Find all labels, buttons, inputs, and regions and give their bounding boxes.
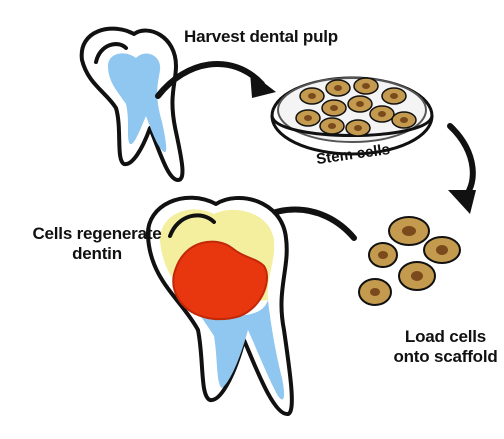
stem-cell bbox=[345, 119, 371, 137]
label-load-line1: Load cells bbox=[404, 327, 487, 346]
scaffold-cell bbox=[398, 261, 436, 291]
scaffold-cells bbox=[358, 216, 461, 306]
arrow-load bbox=[447, 123, 476, 203]
scaffold-cell bbox=[358, 278, 392, 306]
stem-cell bbox=[369, 105, 395, 123]
stem-cell bbox=[319, 117, 345, 135]
label-load: Load cells onto scaffold bbox=[393, 327, 498, 367]
label-harvest: Harvest dental pulp bbox=[184, 27, 338, 46]
harvest-tooth bbox=[79, 26, 185, 182]
stem-cell bbox=[381, 87, 407, 105]
stem-cell bbox=[321, 99, 347, 117]
stem-cell bbox=[347, 95, 373, 113]
label-regenerate: Cells regenerate dentin bbox=[24, 224, 170, 264]
arrow-load-head bbox=[448, 190, 476, 214]
stem-cell bbox=[325, 79, 351, 97]
stem-cell bbox=[299, 87, 325, 105]
scaffold-cell bbox=[423, 236, 461, 264]
scaffold-cell bbox=[368, 242, 398, 268]
stem-cell bbox=[353, 77, 379, 95]
arrow-harvest-head bbox=[250, 72, 276, 98]
stem-cell bbox=[295, 109, 321, 127]
dish-cells bbox=[295, 77, 417, 137]
label-load-line2: onto scaffold bbox=[393, 347, 498, 366]
label-regenerate-line1: Cells regenerate bbox=[32, 224, 162, 243]
label-regenerate-line2: dentin bbox=[72, 244, 122, 263]
regenerated-tooth bbox=[145, 195, 294, 416]
stem-cell bbox=[391, 111, 417, 129]
scaffold-cell bbox=[388, 216, 430, 246]
